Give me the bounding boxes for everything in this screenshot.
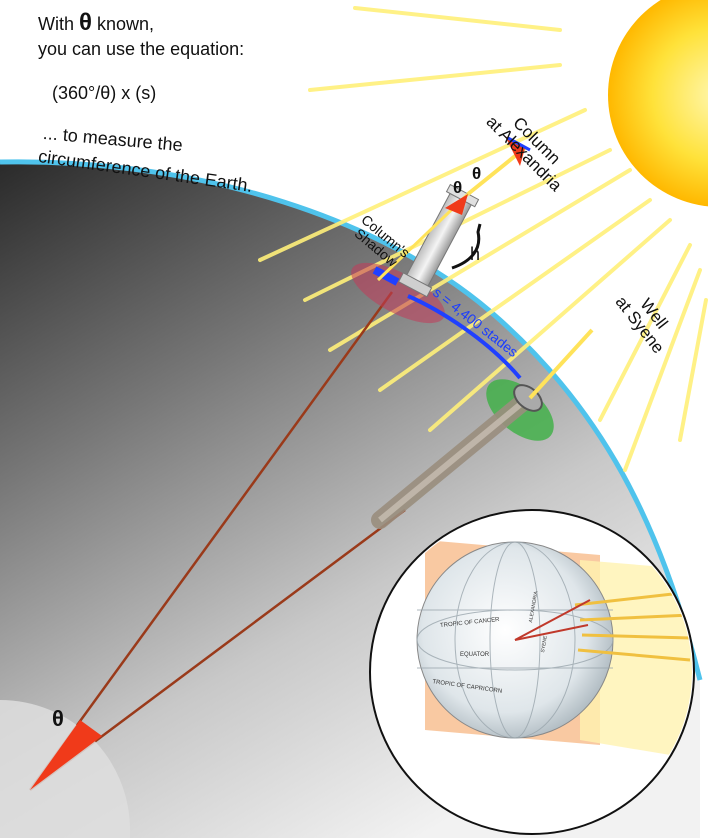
height-label: h	[470, 244, 481, 264]
column-marker	[507, 136, 531, 152]
center-theta-wedge	[30, 720, 102, 790]
intro-line1: With θ known,	[38, 9, 155, 36]
radius-to-alexandria	[28, 291, 394, 791]
center-circle	[0, 700, 130, 838]
shadow-theta-wedge	[445, 194, 468, 215]
earth-rim	[0, 159, 703, 681]
sun-disc	[608, 0, 708, 207]
distance-arc	[407, 294, 522, 380]
inset-equator: EQUATOR	[460, 652, 490, 658]
theta-left-label: θ	[453, 178, 463, 197]
intro-line1-suffix: known,	[97, 14, 155, 34]
inset-ray-syene	[514, 624, 589, 641]
theta-right-label: θ	[472, 164, 482, 183]
sunray-to-well	[528, 328, 594, 400]
column-alexandria	[397, 183, 480, 298]
height-brace	[451, 223, 482, 270]
inset-globe	[369, 509, 695, 835]
intro-theta-symbol: θ	[79, 9, 92, 36]
intro-line1-prefix: With	[38, 14, 74, 34]
intro-line2: you can use the equation:	[38, 39, 245, 59]
well-shaft	[371, 389, 537, 529]
center-theta-label: θ	[52, 706, 64, 731]
inset-ray-alexandria	[514, 599, 591, 641]
equation: (360°/θ) x (s)	[52, 83, 157, 103]
column-theta-wedge	[505, 136, 525, 166]
sun	[258, 0, 708, 472]
alexandria-ground-ellipse	[351, 262, 445, 324]
shadow-marker	[372, 266, 400, 286]
